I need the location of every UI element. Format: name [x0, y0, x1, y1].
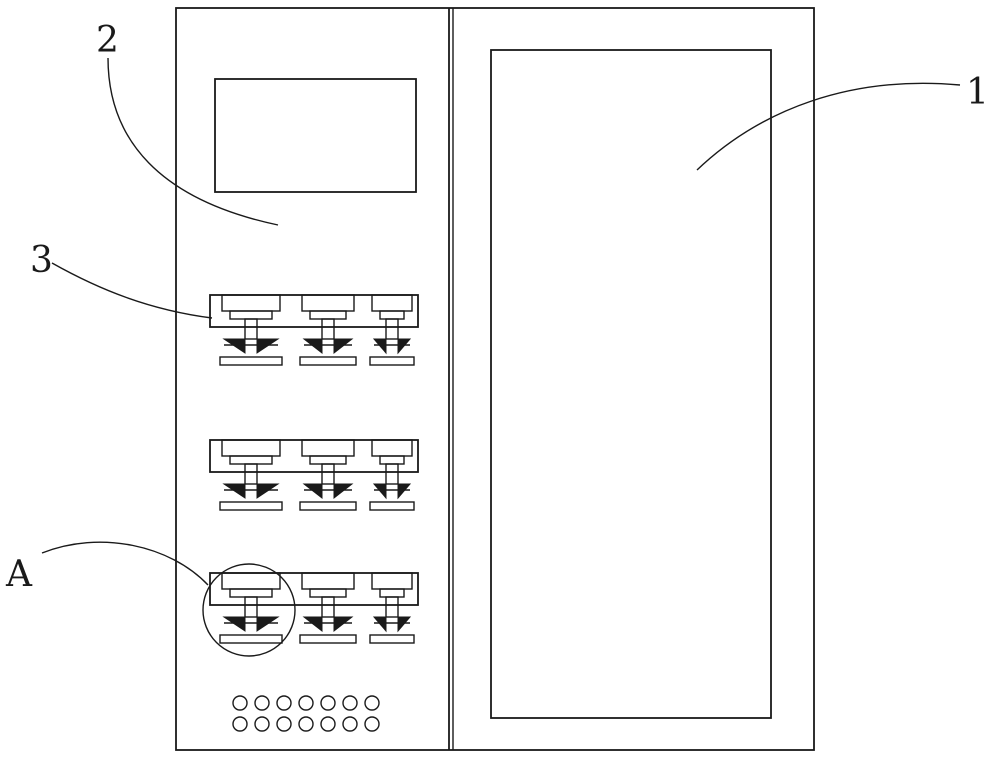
breaker-unit [219, 439, 283, 511]
breaker-base [299, 501, 357, 511]
breaker-spring-right [397, 483, 412, 500]
breaker-unit [369, 572, 415, 644]
breaker-shaft [244, 463, 258, 485]
breaker-head [221, 294, 281, 312]
breaker-cap [229, 310, 273, 320]
label-door: 1 [966, 72, 989, 113]
breaker-spring-left [222, 338, 246, 354]
breaker-spring-left [372, 483, 387, 500]
breaker-unit [219, 294, 283, 366]
breaker-shaft [244, 596, 258, 618]
breaker-unit [299, 572, 357, 644]
breaker-shaft [321, 318, 335, 340]
breaker-cap [229, 455, 273, 465]
indicator-light [320, 695, 336, 711]
breaker-cap [379, 588, 405, 598]
breaker-head [301, 439, 355, 457]
breaker-spring-left [222, 616, 246, 632]
breaker-row [209, 294, 419, 366]
breaker-head [371, 294, 413, 312]
breaker-cap [309, 588, 347, 598]
indicator-light [342, 716, 358, 732]
breaker-head [371, 439, 413, 457]
breaker-spring-left [222, 483, 246, 499]
breaker-base [299, 634, 357, 644]
breaker-base [369, 634, 415, 644]
breaker-spring-right [256, 616, 280, 632]
breaker-head [301, 294, 355, 312]
breaker-shaft [385, 596, 399, 618]
breaker-spring-left [302, 616, 323, 633]
label-panel: 2 [96, 20, 119, 61]
indicator-light [232, 695, 248, 711]
breaker-base [299, 356, 357, 366]
display-screen [214, 78, 417, 193]
breaker-shaft [244, 318, 258, 340]
breaker-spring-right [256, 338, 280, 354]
breaker-shaft [321, 463, 335, 485]
breaker-cap [229, 588, 273, 598]
breaker-row [209, 439, 419, 511]
breaker-spring-right [397, 616, 412, 633]
indicator-light [298, 695, 314, 711]
breaker-head [371, 572, 413, 590]
breaker-row [209, 572, 419, 644]
breaker-unit [299, 439, 357, 511]
indicator-light [276, 716, 292, 732]
label-detail: A [5, 554, 33, 595]
breaker-shaft [385, 463, 399, 485]
leader-line-3 [51, 262, 213, 319]
breaker-base [219, 634, 283, 644]
breaker-spring-right [397, 338, 412, 355]
detail-circle-a [202, 563, 296, 657]
breaker-base [369, 356, 415, 366]
breaker-spring-right [333, 483, 354, 500]
breaker-head [221, 439, 281, 457]
breaker-spring-left [372, 338, 387, 355]
breaker-shaft [321, 596, 335, 618]
breaker-cap [379, 455, 405, 465]
indicator-light [232, 716, 248, 732]
cabinet-outline [175, 7, 815, 751]
breaker-groups [209, 294, 419, 644]
leader-line-2 [107, 57, 279, 226]
breaker-base [219, 501, 283, 511]
door-window [490, 49, 772, 719]
breaker-unit [219, 572, 283, 644]
breaker-spring-left [372, 616, 387, 633]
breaker-shaft [385, 318, 399, 340]
breaker-unit [369, 439, 415, 511]
leader-line-1 [696, 82, 961, 171]
breaker-spring-right [256, 483, 280, 499]
breaker-spring-left [302, 483, 323, 500]
breaker-cap [309, 310, 347, 320]
breaker-unit [299, 294, 357, 366]
indicator-light [298, 716, 314, 732]
indicator-light [276, 695, 292, 711]
indicator-lights [232, 695, 380, 732]
breaker-cap [309, 455, 347, 465]
breaker-spring-right [333, 616, 354, 633]
indicator-light [342, 695, 358, 711]
breaker-head [221, 572, 281, 590]
indicator-light [254, 716, 270, 732]
indicator-light [320, 716, 336, 732]
indicator-light [364, 716, 380, 732]
label-breaker: 3 [30, 240, 53, 281]
breaker-spring-right [333, 338, 354, 355]
breaker-head [301, 572, 355, 590]
breaker-base [219, 356, 283, 366]
breaker-unit [369, 294, 415, 366]
breaker-spring-left [302, 338, 323, 355]
indicator-light [364, 695, 380, 711]
indicator-light [254, 695, 270, 711]
leader-line-a [41, 541, 209, 586]
breaker-cap [379, 310, 405, 320]
breaker-base [369, 501, 415, 511]
